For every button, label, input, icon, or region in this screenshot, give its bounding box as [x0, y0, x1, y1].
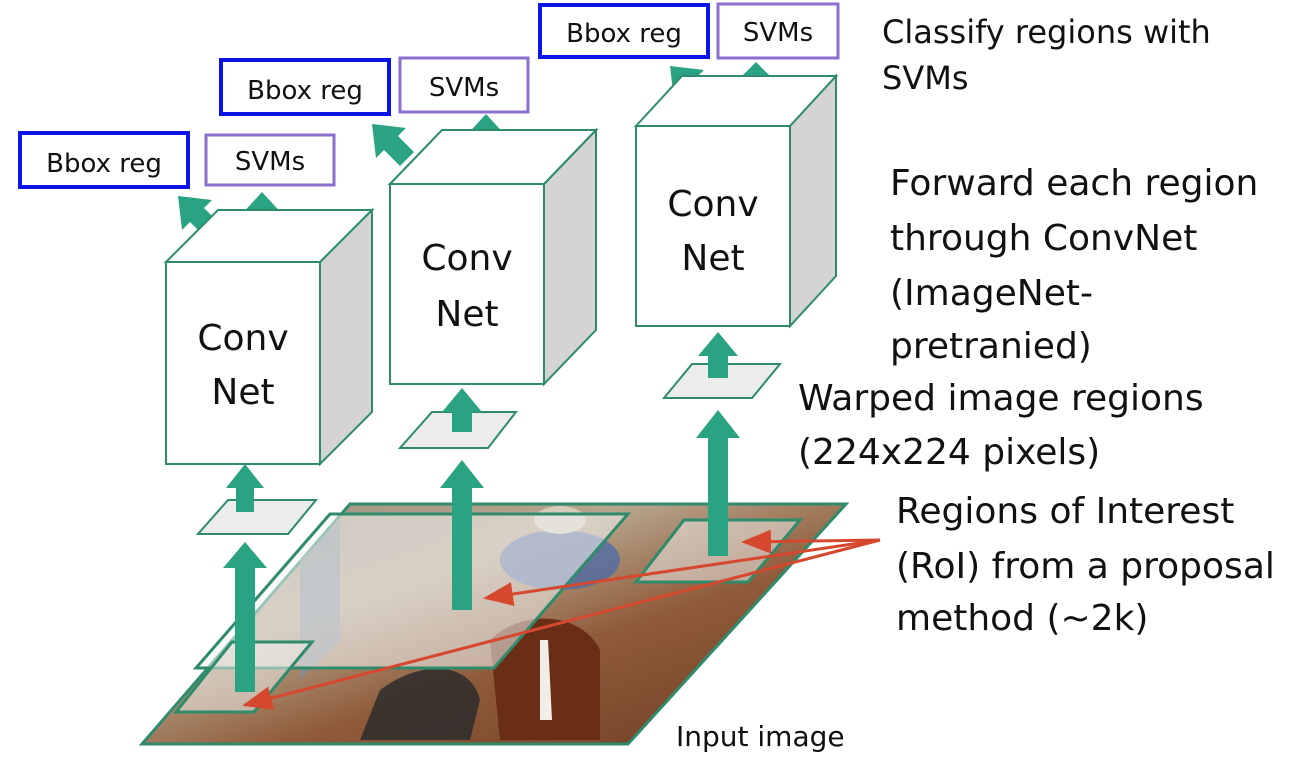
convnet-label-line1: Conv	[197, 318, 288, 359]
annotation-warped-line2: (224x224 pixels)	[798, 432, 1100, 473]
annotation-classify-line1: Classify regions with	[882, 13, 1211, 51]
bbox-reg-box	[18, 131, 190, 189]
up-arrow-1b	[226, 464, 264, 512]
diag-arrow-2	[372, 124, 414, 166]
output-boxes-1: Bbox reg SVMs	[18, 131, 336, 189]
convnet-label-line2: Net	[211, 372, 274, 413]
convnet-label-line2: Net	[435, 294, 498, 335]
annotation-forward-line1: Forward each region	[890, 163, 1258, 204]
svms-label: SVMs	[235, 147, 305, 177]
convnet-cube-3: Conv Net	[633, 73, 839, 329]
up-arrow-1a	[223, 542, 267, 692]
output-boxes-3: Bbox reg SVMs	[538, 2, 840, 60]
warped-region-1	[195, 499, 319, 535]
convnet-label-line1: Conv	[421, 238, 512, 279]
bbox-reg-label: Bbox reg	[247, 76, 363, 106]
bbox-reg-label: Bbox reg	[566, 19, 682, 49]
annotation-classify-line2: SVMs	[882, 59, 968, 97]
bbox-reg-label: Bbox reg	[46, 149, 162, 179]
up-arrow-2a	[440, 460, 484, 610]
bbox-reg-box	[219, 58, 391, 116]
roi-pointer-right	[741, 529, 881, 554]
roi-pointer-middle	[483, 538, 881, 606]
input-image-caption: Input image	[676, 720, 845, 753]
annotation-classify: Classify regions with SVMs	[882, 13, 1211, 97]
roi-pointer-left	[242, 538, 881, 710]
annotation-warped: Warped image regions (224x224 pixels)	[798, 378, 1204, 473]
annotation-roi-line1: Regions of Interest	[896, 491, 1234, 532]
convnet-label-line2: Net	[681, 238, 744, 279]
annotation-warped-line1: Warped image regions	[798, 378, 1204, 419]
annotation-forward-line4: pretranied)	[890, 326, 1092, 367]
svms-label: SVMs	[743, 18, 813, 48]
annotation-forward-line2: through ConvNet	[890, 218, 1197, 259]
saddle-shape	[360, 668, 480, 740]
svms-label: SVMs	[429, 73, 499, 103]
input-image	[138, 502, 850, 746]
warped-region-3	[661, 363, 783, 399]
convnet-cube-1: Conv Net	[163, 207, 375, 467]
horse-blaze-shape	[540, 640, 552, 720]
bbox-reg-box	[538, 3, 710, 59]
convnet-label-line1: Conv	[667, 184, 758, 225]
up-arrow-2b	[442, 388, 482, 432]
svms-box	[716, 2, 840, 60]
convnet-cube-2: Conv Net	[387, 127, 599, 387]
roi-pointer-lines	[242, 529, 881, 710]
svms-box	[398, 56, 530, 114]
up-arrow-3a	[696, 410, 740, 556]
annotation-forward: Forward each region through ConvNet (Ima…	[890, 163, 1258, 367]
annotation-roi: Regions of Interest (RoI) from a proposa…	[896, 491, 1275, 639]
annotation-roi-line3: method (~2k)	[896, 598, 1148, 639]
output-boxes-2: Bbox reg SVMs	[219, 56, 530, 116]
up-arrow-3b	[698, 332, 738, 378]
annotation-roi-line2: (RoI) from a proposal	[896, 546, 1275, 587]
svms-box	[204, 133, 336, 187]
annotation-forward-line3: (ImageNet-	[890, 273, 1093, 314]
